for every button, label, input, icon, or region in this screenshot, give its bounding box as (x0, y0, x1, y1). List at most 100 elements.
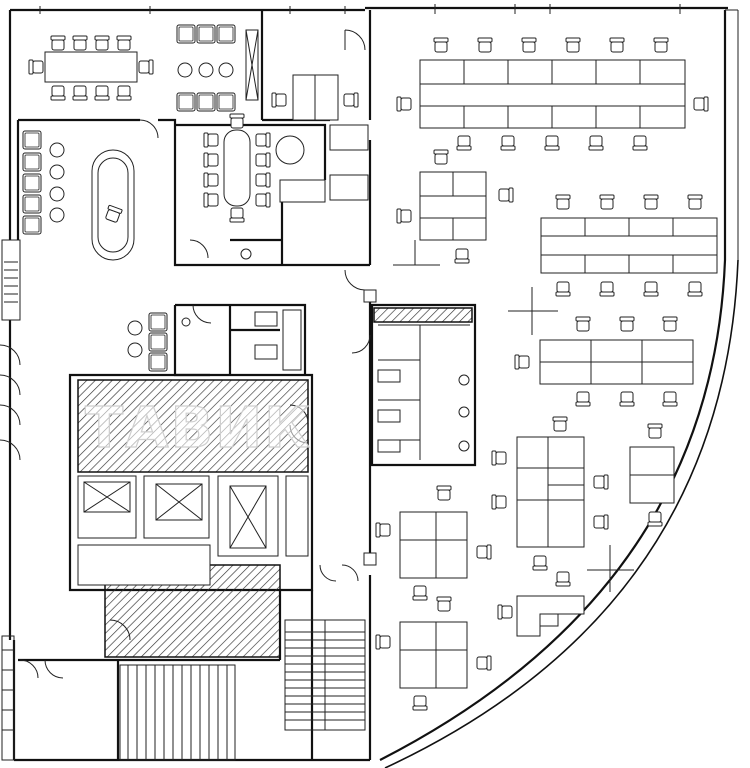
chair (343, 92, 359, 108)
chair (555, 571, 571, 587)
chair (521, 37, 537, 53)
lounge-seat (22, 173, 42, 193)
chair (50, 85, 66, 101)
chair (255, 172, 271, 188)
chair (476, 655, 492, 671)
open-space-desks (393, 59, 718, 689)
lounge-chairs-top (176, 24, 259, 112)
chair (433, 149, 449, 165)
chair (271, 92, 287, 108)
chair (436, 485, 452, 501)
chair (498, 187, 514, 203)
watermark-text: ТАВИК (85, 396, 312, 461)
toilets-left (127, 307, 473, 453)
chair (375, 522, 391, 538)
chair (436, 596, 452, 612)
chair (643, 281, 659, 297)
hatched-core (77, 379, 309, 658)
chair (687, 194, 703, 210)
chair (396, 208, 412, 224)
lounge-seat (196, 92, 216, 112)
chair (609, 37, 625, 53)
chair (229, 113, 245, 129)
elevators (77, 475, 309, 586)
chair (662, 316, 678, 332)
chair (116, 35, 132, 51)
chair (476, 544, 492, 560)
chair (255, 152, 271, 168)
chair (28, 59, 44, 75)
chair (396, 96, 412, 112)
chair (203, 132, 219, 148)
chair (454, 248, 470, 264)
chair (593, 474, 609, 490)
chair (203, 172, 219, 188)
lounge-seat (216, 24, 236, 44)
chair (514, 354, 530, 370)
chair (229, 207, 245, 223)
chair (477, 37, 493, 53)
chair (203, 152, 219, 168)
chair (544, 135, 560, 151)
lounge-seat (176, 92, 196, 112)
chair (456, 135, 472, 151)
chair (653, 37, 669, 53)
chair (643, 194, 659, 210)
chair (94, 85, 110, 101)
chair (412, 585, 428, 601)
chair (412, 695, 428, 711)
chair (662, 391, 678, 407)
chair (255, 132, 271, 148)
lounge-seat (176, 24, 196, 44)
chair (632, 135, 648, 151)
chair (575, 316, 591, 332)
meeting-room-center (203, 74, 339, 260)
chair (491, 494, 507, 510)
doors (0, 29, 371, 679)
chair (94, 35, 110, 51)
chair (647, 423, 663, 439)
chair (72, 85, 88, 101)
chair (138, 59, 154, 75)
lounge-seat (148, 332, 168, 352)
chair (599, 194, 615, 210)
lounge-seat (216, 92, 236, 112)
chair (619, 391, 635, 407)
chair (375, 634, 391, 650)
chair (116, 85, 132, 101)
lounge-seat (196, 24, 216, 44)
chair (433, 37, 449, 53)
chair (203, 192, 219, 208)
chair (575, 391, 591, 407)
chair (552, 416, 568, 432)
round-booth (22, 130, 135, 261)
chair (532, 555, 548, 571)
lounge-seat (22, 194, 42, 214)
chair (565, 37, 581, 53)
chair (693, 96, 709, 112)
chair (593, 514, 609, 530)
chair (491, 450, 507, 466)
chair (255, 192, 271, 208)
chair (555, 281, 571, 297)
chair (599, 281, 615, 297)
meeting-table-top-left (28, 35, 154, 101)
chair (555, 194, 571, 210)
interior-walls (16, 10, 477, 760)
chair (72, 35, 88, 51)
lounge-seat (22, 215, 42, 235)
outer-walls (1, 4, 739, 768)
chair (687, 281, 703, 297)
chair (588, 135, 604, 151)
chair (50, 35, 66, 51)
lounge-seat (22, 130, 42, 150)
lounge-seat (148, 312, 168, 332)
chair (497, 604, 513, 620)
lounge-seat (148, 352, 168, 372)
chair (619, 316, 635, 332)
stairs (119, 124, 369, 761)
lounge-seat (22, 152, 42, 172)
chair (647, 511, 663, 527)
chair (500, 135, 516, 151)
